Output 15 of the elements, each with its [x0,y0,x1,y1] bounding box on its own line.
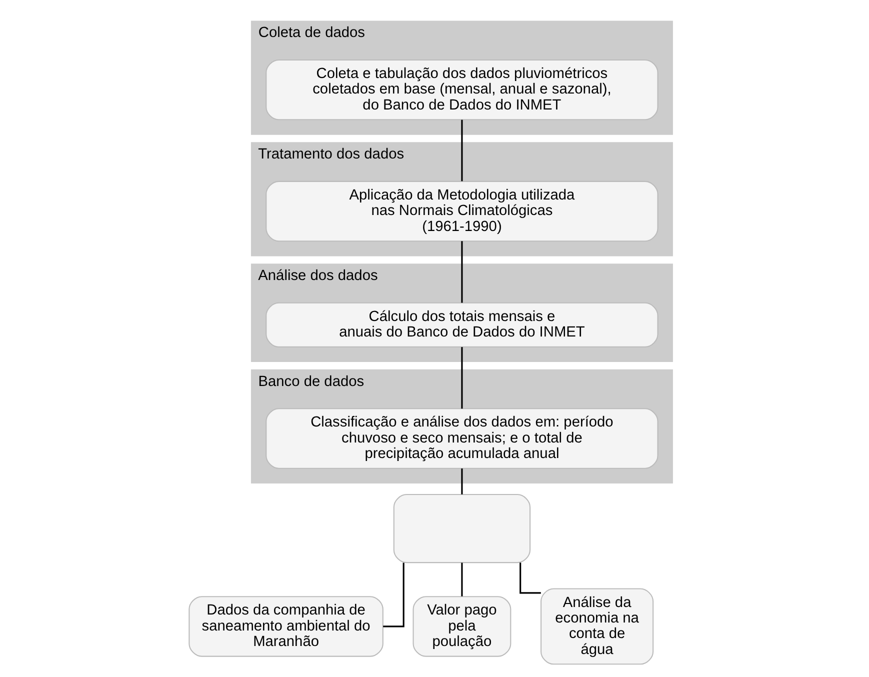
connector [460,120,462,182]
node-box: Classificação e análise dos dados em: período chuvoso e seco mensais; e o total de precipitação acumulada anual [265,408,658,469]
connector [460,241,462,303]
node-box: Dados da companhia de saneamento ambiental do Maranhão [188,596,383,657]
node-box: Análise da economia na conta de água [540,588,654,665]
node-box: Valor pago pela poulação [412,596,511,657]
node-box: Coleta e tabulação dos dados pluviométricos coletados em base (mensal, anual e sazonal), do Banco de Dados do INMET [265,59,658,120]
connector [460,562,462,596]
connector [460,468,462,494]
connector [460,347,462,409]
connector [382,562,404,628]
node-box: Cálculo dos totais mensais e anuais do Banco de Dados do INMET [265,302,658,348]
connector [519,562,540,594]
node-box [392,494,530,564]
node-box: Aplicação da Metodologia utilizada nas Normais Climatológicas (1961-1990) [265,180,658,242]
